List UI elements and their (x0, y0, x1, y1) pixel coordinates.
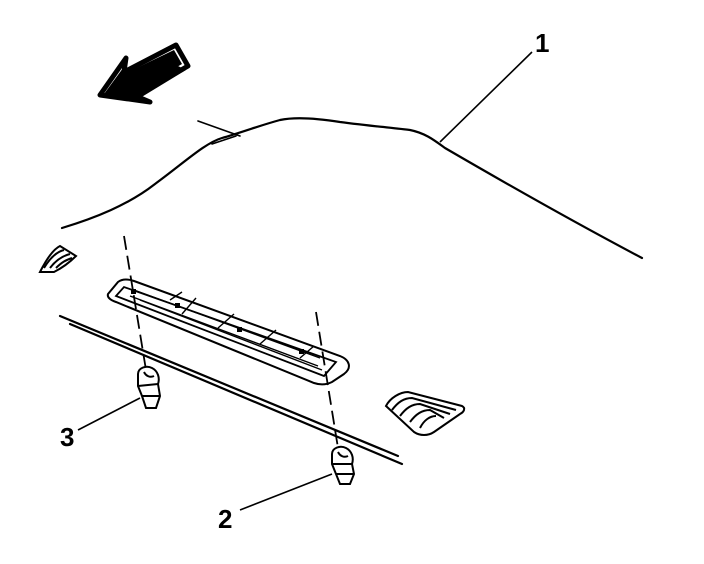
retainer-clip-right (331, 445, 356, 485)
forward-arrow-icon (97, 42, 191, 105)
callout-3-label: 3 (60, 422, 74, 452)
retainer-clip-left (137, 365, 162, 409)
callout-2-label: 2 (218, 504, 232, 534)
callout-1-leader (439, 51, 533, 143)
panel-edge-lines (58, 314, 404, 466)
roof-panel-outline (60, 117, 644, 260)
install-guide-lines (123, 235, 339, 449)
callout-3-leader (77, 397, 141, 431)
front-vent-left (38, 244, 78, 273)
rear-vent-right (384, 390, 466, 436)
center-vent-grille (106, 278, 350, 386)
callout-1-label: 1 (535, 28, 549, 58)
callout-2-leader (239, 473, 333, 511)
